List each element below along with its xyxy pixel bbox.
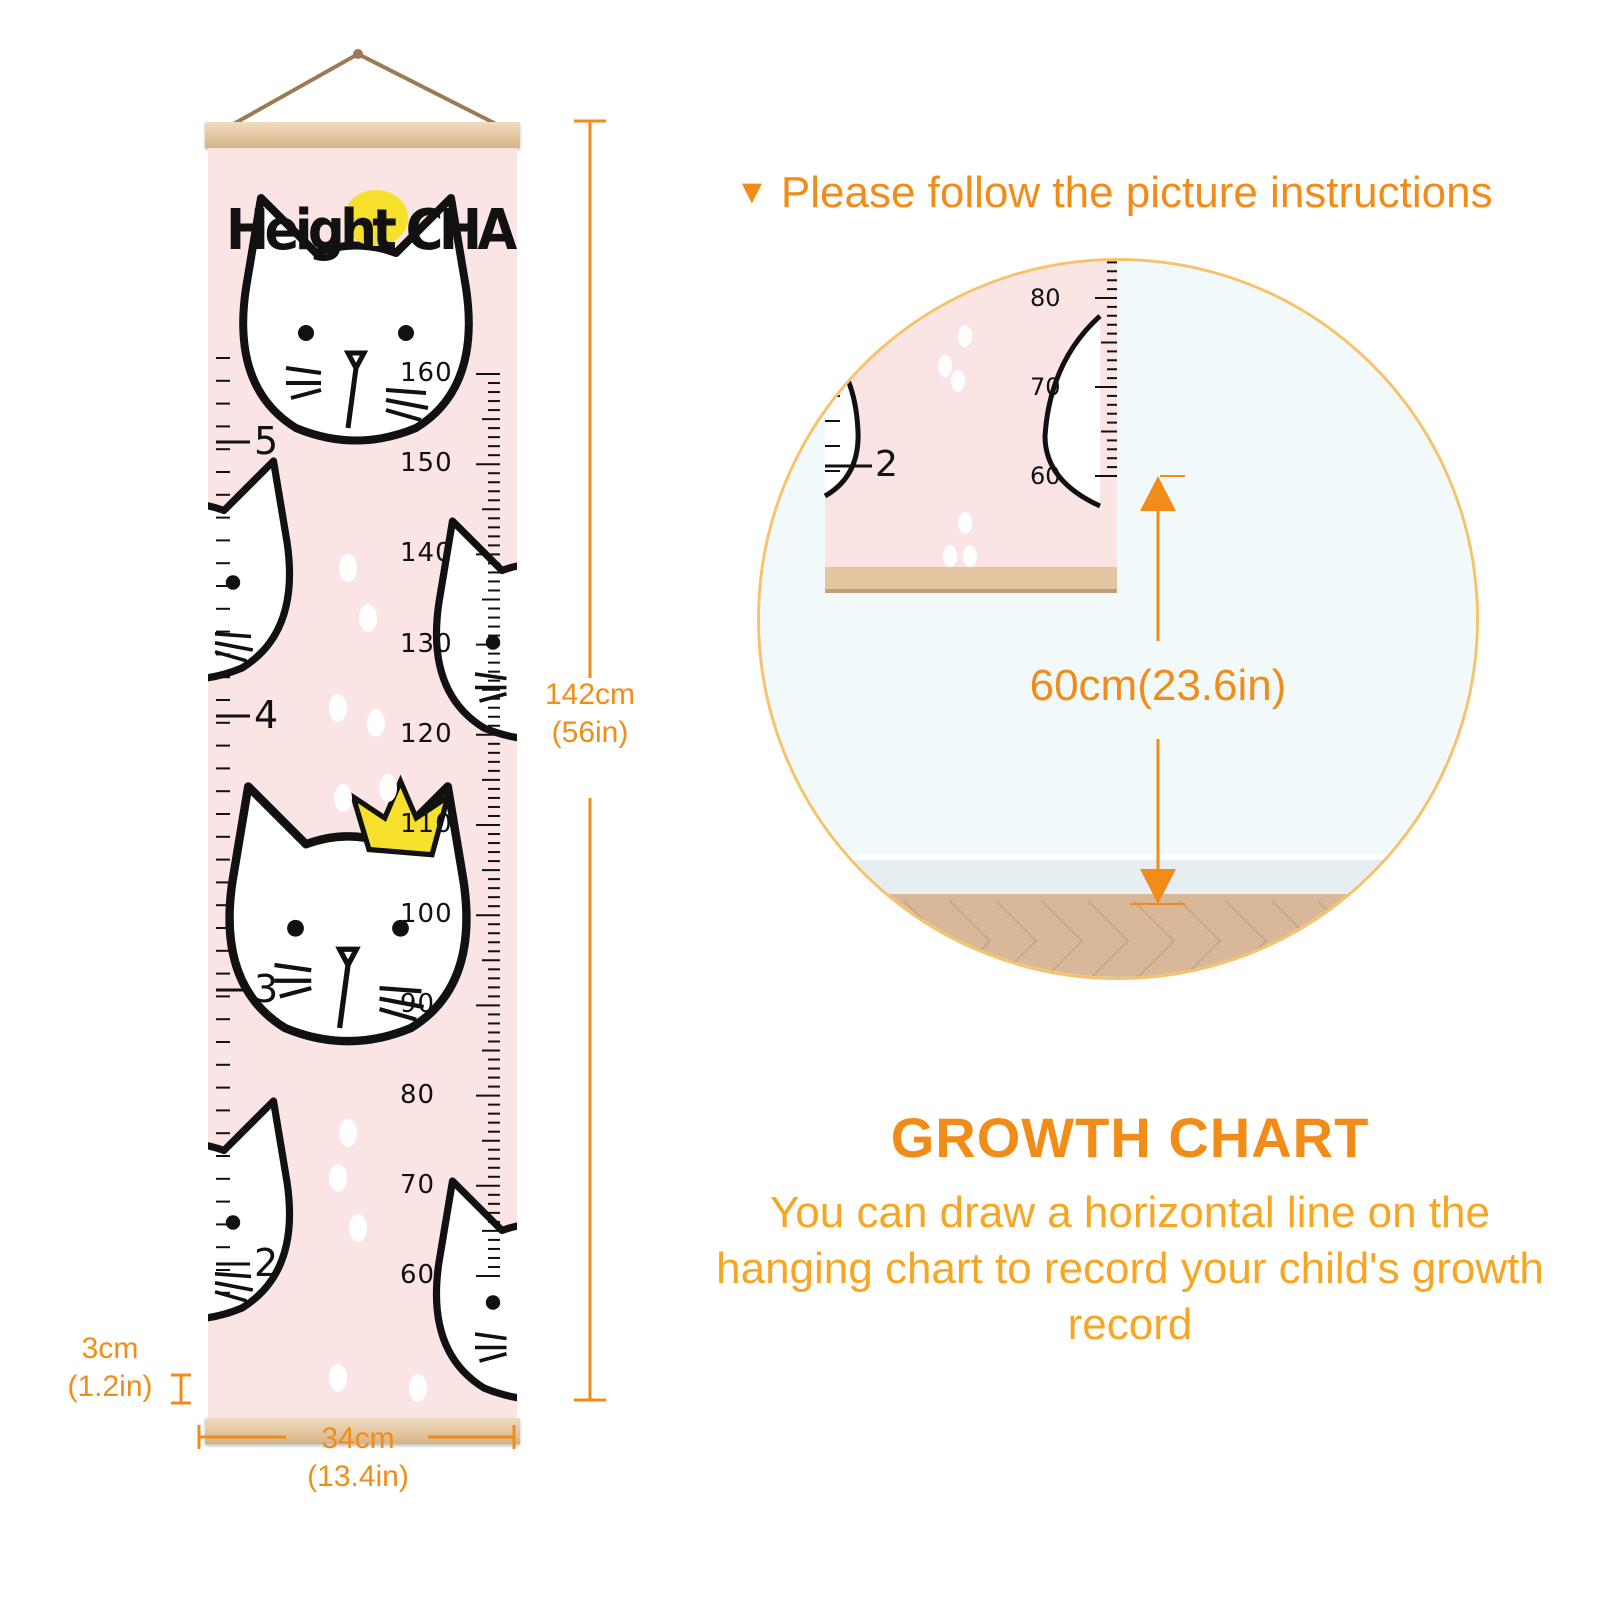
cm-mark-label: 100 [400, 899, 453, 930]
title-height: Height [226, 198, 397, 263]
triangle-down-icon: ▼ [735, 173, 769, 211]
paw-dot-icon [339, 554, 357, 582]
paw-dot-icon [329, 1364, 347, 1392]
floor-board [1225, 900, 1268, 977]
floor-board [1087, 900, 1130, 977]
growth-chart-heading: GROWTH CHART [890, 1106, 1370, 1169]
rail-cm: 3cm [81, 1332, 139, 1365]
cat-face-icon [823, 348, 861, 499]
canvas-artwork [208, 190, 517, 1402]
paw-dot-icon [359, 604, 377, 632]
paw-dot-icon [349, 1214, 367, 1242]
floor-board [903, 900, 946, 977]
foot-mark-label: 4 [254, 693, 279, 737]
crown-icon [348, 774, 453, 858]
height-dimension-line [574, 119, 606, 1402]
cm-mark-label: 110 [400, 809, 453, 839]
cat-face-icon [432, 1177, 517, 1402]
paw-dot-icon [329, 694, 347, 722]
floor-board [1271, 900, 1314, 977]
floor-board [949, 900, 992, 977]
wood-floor [760, 894, 1476, 977]
paw-dot-icon [379, 774, 397, 802]
foot-mark-label: 2 [254, 1241, 279, 1285]
paw-dot-icon [938, 355, 952, 377]
arrow-down-icon [1140, 869, 1176, 904]
floor-board [1179, 900, 1222, 977]
width-dimension-line [197, 1425, 516, 1449]
floor-board [1455, 900, 1476, 977]
height-cm: 142cm [544, 678, 636, 711]
paw-dot-icon [334, 784, 352, 812]
zoom-cm-label: 80 [1030, 284, 1061, 312]
cm-mark-label: 150 [400, 448, 453, 479]
bottom-wood-rail [205, 1418, 520, 1444]
floor-board [1363, 900, 1406, 977]
growth-chart-description: You can draw a horizontal line on the ha… [716, 1188, 1544, 1349]
cat-face-icon [239, 194, 473, 445]
floor-board [1041, 900, 1084, 977]
floor-board [765, 900, 808, 977]
paw-dot-icon [339, 1119, 357, 1147]
zoom-cm-label: 70 [1030, 373, 1061, 401]
floor-board [857, 900, 900, 977]
zoom-cm-label: 60 [1030, 462, 1061, 490]
width-in: (13.4in) [307, 1459, 409, 1493]
instruction-line: ▼ Please follow the picture instructions [735, 168, 1493, 218]
height-chart-banner: Height CHART 160 150 140 130 120 110 100 90 80 70… [205, 122, 520, 1444]
cat-face-icon [208, 457, 294, 682]
cm-mark-label: 90 [400, 989, 436, 1020]
cm-mark-label: 120 [400, 718, 453, 749]
cm-mark-label: 140 [400, 538, 453, 569]
cm-mark-label: 80 [400, 1079, 436, 1110]
paw-dot-icon [367, 709, 385, 737]
width-cm: 34cm [321, 1422, 395, 1455]
rail-dimension-label: 3cm (1.2in) [40, 1330, 180, 1405]
arrow-up-icon [1140, 476, 1176, 511]
zoom-distance-label: 60cm(23.6in) [1029, 661, 1287, 710]
cm-mark-label: 60 [400, 1260, 436, 1290]
paw-dot-icon [958, 325, 972, 347]
cm-mark-label: 70 [400, 1169, 436, 1200]
cat-face-icon [1042, 314, 1102, 509]
height-dimension-label: 142cm (56in) [520, 676, 660, 751]
foot-mark-label: 5 [254, 419, 279, 463]
cm-mark-label: 160 [400, 358, 453, 388]
height-in: (56in) [551, 715, 629, 749]
paw-dot-icon [963, 545, 977, 567]
zoom-circle: 80 70 60 2 60cm(23.6in) [757, 258, 1479, 980]
hanging-string [229, 49, 501, 128]
rail-in: (1.2in) [67, 1369, 153, 1403]
top-wood-rail [205, 122, 520, 148]
chart-title: Height CHART [226, 198, 517, 263]
rail-dimension-line [171, 1373, 191, 1405]
paw-dot-icon [329, 1164, 347, 1192]
floor-board [1317, 900, 1360, 977]
zoom-foot-label: 2 [875, 444, 898, 485]
cat-face-icon [432, 517, 517, 742]
instruction-text: Please follow the picture instructions [780, 168, 1493, 217]
floor-board [995, 900, 1038, 977]
baseboard [760, 854, 1476, 894]
title-highlight [344, 190, 408, 246]
zoom-bottom-rail [825, 567, 1117, 591]
paw-dot-icon [409, 1374, 427, 1402]
cat-face-icon [225, 774, 471, 1046]
width-dimension-label: 34cm (13.4in) [278, 1420, 438, 1495]
floor-board [811, 900, 854, 977]
foot-mark-label: 3 [254, 967, 279, 1011]
paw-dot-icon [943, 545, 957, 567]
title-chart: CHART [405, 198, 517, 263]
paw-dot-icon [951, 370, 965, 392]
pink-canvas: Height CHART 160 150 140 130 120 110 100 90 80 70… [208, 148, 517, 1418]
floor-board [1409, 900, 1452, 977]
paw-dot-icon [958, 512, 972, 534]
cm-mark-label: 130 [400, 628, 453, 659]
floor-board [1133, 900, 1176, 977]
